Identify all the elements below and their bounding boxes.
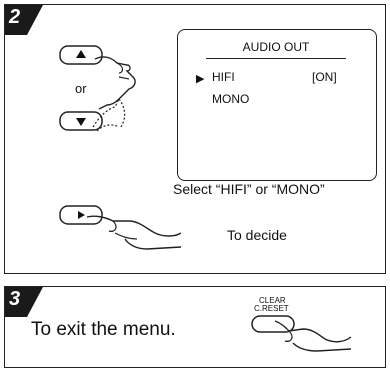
step-badge-shape — [5, 5, 43, 35]
pointing-hand-icon — [86, 215, 182, 250]
exit-menu-text: To exit the menu. — [31, 319, 176, 340]
enter-arrow-button[interactable] — [59, 205, 103, 227]
cursor-arrow-icon: ▶ — [196, 73, 205, 85]
osd-option-mono[interactable]: MONO — [212, 92, 250, 106]
step-number: 2 — [9, 6, 21, 28]
clear-reset-button[interactable] — [251, 315, 295, 335]
step-number: 3 — [9, 288, 21, 310]
osd-title: AUDIO OUT — [242, 40, 310, 54]
or-label: or — [75, 81, 87, 96]
osd-title-underline — [206, 58, 346, 59]
osd-screen: AUDIO OUT ▶ HIFI [ON] MONO — [177, 29, 377, 181]
step-3-panel: 3 To exit the menu. CLEAR C.RESET — [4, 286, 386, 368]
decide-label: To decide — [227, 227, 287, 243]
osd-option-hifi-value: [ON] — [312, 70, 337, 84]
down-arrow-button[interactable] — [59, 111, 103, 133]
step-2-panel: 2 or AUDIO OUT ▶ HIFI [ON] MONO Select “… — [4, 4, 386, 274]
clear-button-label: CLEAR — [259, 296, 286, 305]
clear-button-label-2: C.RESET — [254, 304, 289, 313]
up-arrow-button[interactable] — [59, 45, 103, 67]
pressing-hand-icon — [274, 320, 352, 352]
pressing-hand-icon — [92, 56, 136, 132]
step-badge-shape — [5, 287, 43, 317]
select-instruction: Select “HIFI” or “MONO” — [173, 181, 325, 197]
osd-option-hifi[interactable]: HIFI — [212, 70, 235, 84]
